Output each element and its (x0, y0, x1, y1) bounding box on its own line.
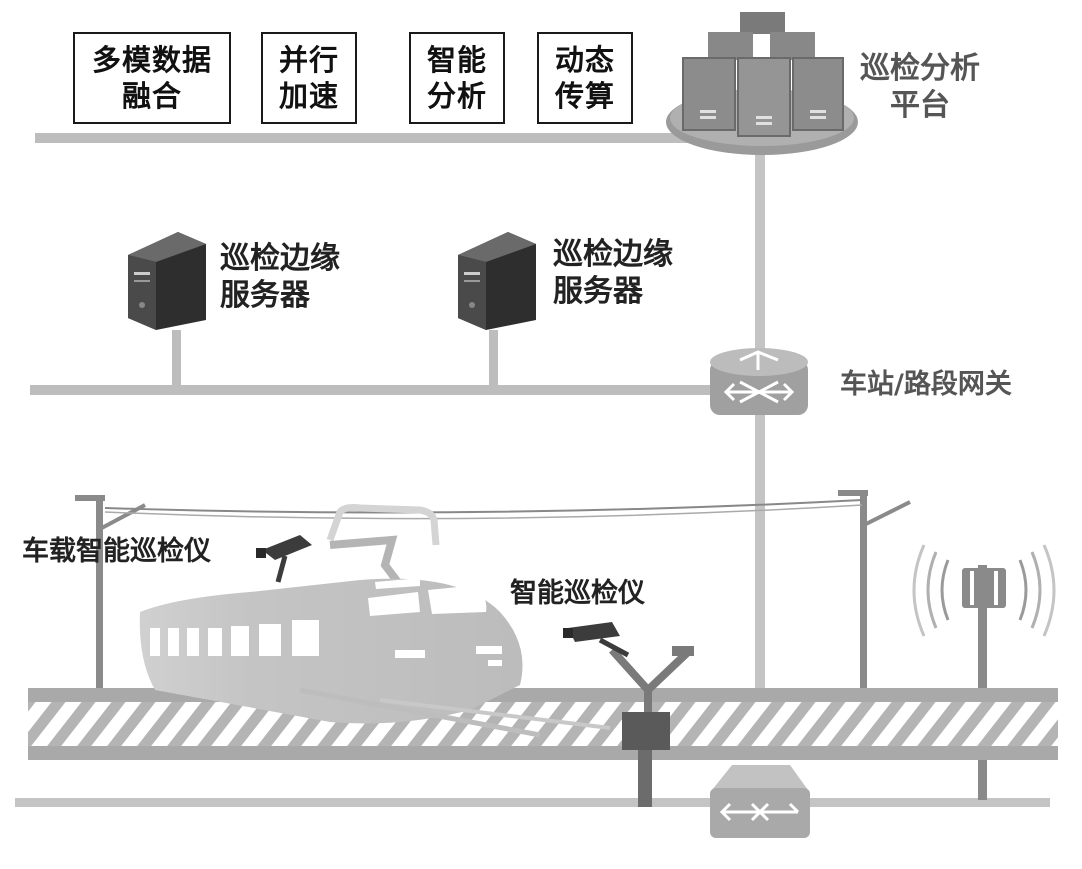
camera-icon (256, 535, 312, 583)
gateway-label: 车站/路段网关 (840, 369, 1012, 400)
wireless-antenna-icon (912, 544, 1056, 800)
onboard-inspector-label: 车载智能巡检仪 (22, 536, 211, 567)
switch-icon (710, 765, 810, 838)
edge-server-2-drop (489, 330, 498, 388)
catenary (75, 490, 911, 690)
tower-server-icon (458, 232, 536, 330)
server-cluster-icon (666, 12, 858, 155)
lower-network-bus (15, 798, 1050, 807)
edge-server-1-label: 巡检边缘 服务器 (220, 241, 340, 313)
feature-box-intelligent-analysis: 智能 分析 (409, 32, 505, 124)
edge-network-bus (30, 385, 720, 395)
train-icon (139, 504, 611, 738)
railway-track (28, 688, 1058, 760)
feature-label: 多模数据 融合 (91, 43, 212, 113)
top-network-bus (35, 133, 773, 143)
edge-server-2-label: 巡检边缘 服务器 (553, 237, 673, 309)
feature-label: 动态 传算 (554, 43, 615, 113)
network-lines (15, 133, 1050, 807)
wayside-inspector-pole (563, 622, 694, 807)
platform-uplink-line (755, 140, 765, 695)
router-icon (710, 348, 808, 415)
camera-icon (563, 622, 630, 658)
tower-server-icon (128, 232, 206, 330)
feature-label: 智能 分析 (426, 43, 487, 113)
analysis-platform-label: 巡检分析 平台 (860, 51, 980, 123)
feature-box-multimodal-fusion: 多模数据 融合 (73, 32, 231, 124)
edge-server-1-drop (172, 330, 181, 388)
feature-label: 并行 加速 (278, 43, 339, 113)
feature-box-dynamic-transmission: 动态 传算 (537, 32, 633, 124)
wayside-inspector-label: 智能巡检仪 (510, 578, 645, 609)
feature-box-parallel-acceleration: 并行 加速 (261, 32, 357, 124)
